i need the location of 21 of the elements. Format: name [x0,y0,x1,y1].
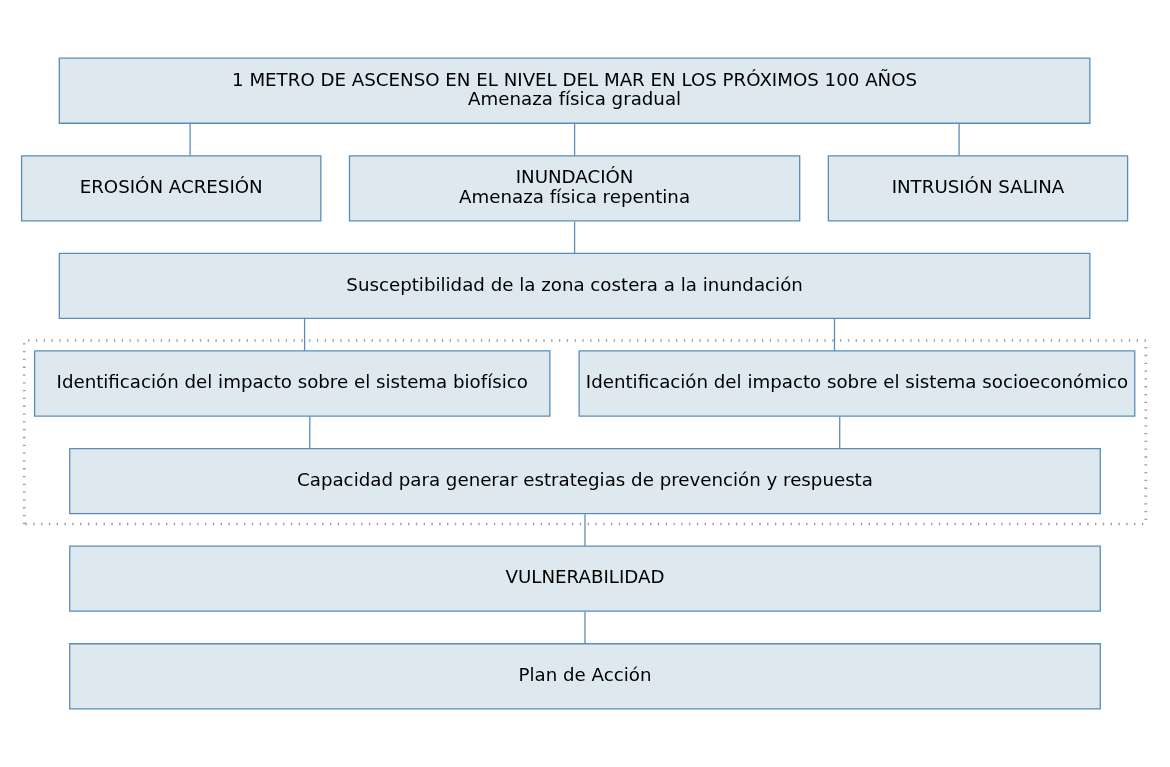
connector [584,611,586,645]
connector [189,123,191,157]
connector [573,220,576,254]
connector [584,513,586,547]
node-box: Susceptibilidad de la zona costera a la inundación [58,252,1091,320]
connector [958,123,960,157]
node-box: Plan de Acción [69,643,1101,710]
node-box: Identificación del impacto sobre el sistema socioeconómico [578,350,1136,417]
node-box: INUNDACIÓN Amenaza física repentina [348,155,801,222]
connector [573,123,576,157]
connector [303,318,306,352]
node-box: 1 METRO DE ASCENSO EN EL NIVEL DEL MAR EN LOS PRÓXIMOS 100 AÑOS Amenaza física gradual [58,57,1091,124]
cluster [22,339,1148,526]
connector [839,415,841,450]
connector [833,318,836,352]
connector [309,415,311,450]
node-box: EROSIÓN ACRESIÓN [20,155,322,222]
node-box: INTRUSIÓN SALINA [827,155,1129,222]
node-box: VULNERABILIDAD [69,545,1101,612]
node-box: Capacidad para generar estrategias de prevención y respuesta [69,447,1101,515]
node-box: Identificación del impacto sobre el sistema biofísico [33,350,551,417]
